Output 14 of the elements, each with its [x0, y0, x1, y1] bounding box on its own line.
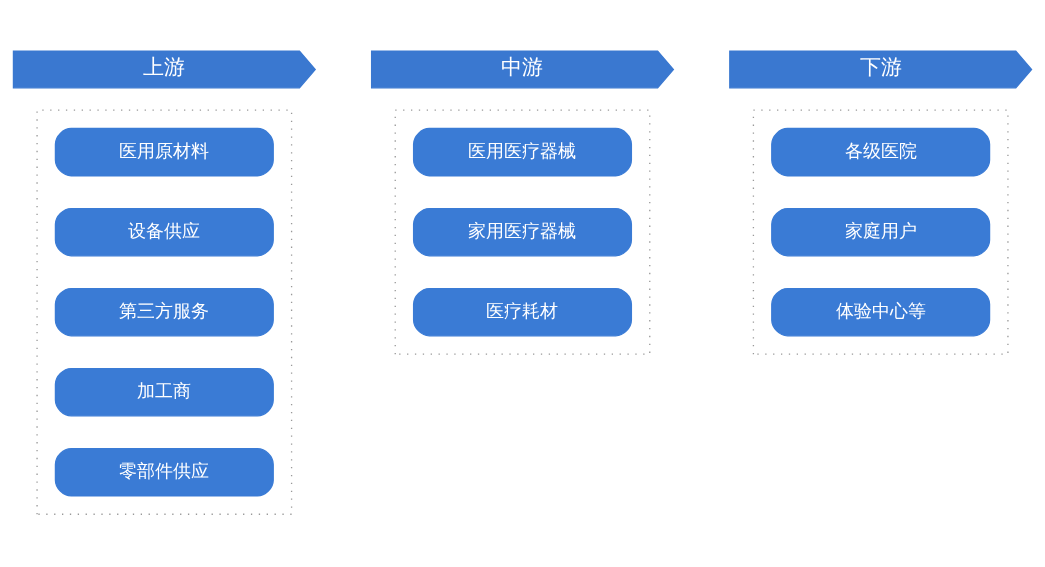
node-box: 加工商	[54, 367, 274, 416]
cluster	[394, 109, 651, 355]
node-box: 零部件供应	[54, 447, 274, 497]
node-box: 家庭用户	[771, 207, 991, 256]
node-box: 医用医疗器械	[412, 127, 633, 176]
cluster	[752, 109, 1009, 355]
node-box: 设备供应	[54, 207, 274, 256]
node-box: 医疗耗材	[412, 287, 633, 336]
node-box: 各级医院	[771, 127, 991, 176]
node-box: 体验中心等	[771, 287, 991, 336]
node-box: 第三方服务	[54, 287, 274, 336]
cluster	[36, 109, 293, 515]
node-box: 医用原材料	[54, 127, 274, 176]
node-box: 家用医疗器械	[412, 207, 633, 256]
